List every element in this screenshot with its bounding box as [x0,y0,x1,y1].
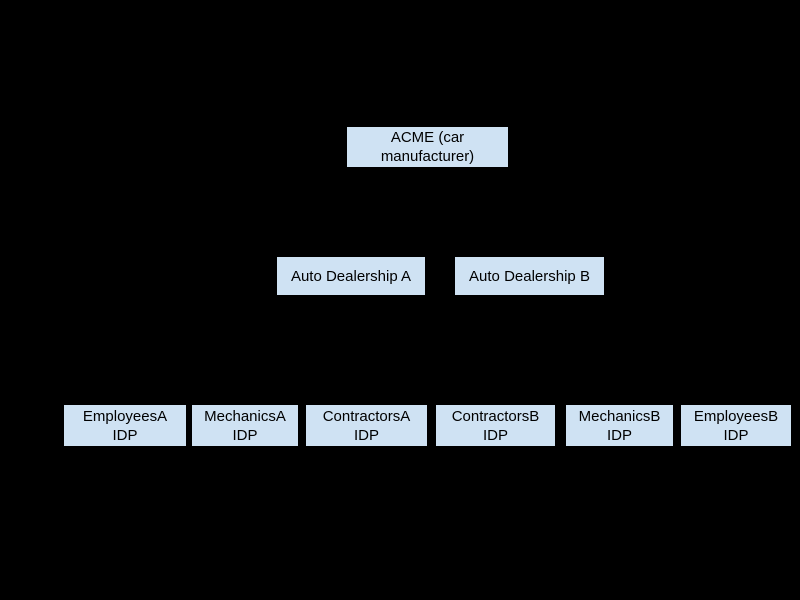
node-label: EmployeesA IDP [82,407,168,444]
node-employees-b-idp: EmployeesB IDP [681,405,791,446]
node-auto-dealership-b: Auto Dealership B [455,257,604,295]
node-acme-car-manufacturer: ACME (car manufacturer) [347,127,508,167]
node-label: Auto Dealership A [290,267,412,285]
node-label: ACME (car manufacturer) [380,129,475,165]
node-label: MechanicsA IDP [204,407,286,444]
node-label: ContractorsA IDP [322,407,411,444]
node-mechanics-a-idp: MechanicsA IDP [192,405,298,446]
node-contractors-b-idp: ContractorsB IDP [436,405,555,446]
node-mechanics-b-idp: MechanicsB IDP [566,405,673,446]
node-employees-a-idp: EmployeesA IDP [64,405,186,446]
node-label: EmployeesB IDP [693,407,779,444]
node-auto-dealership-a: Auto Dealership A [277,257,425,295]
node-label: Auto Dealership B [469,267,590,285]
node-label: MechanicsB IDP [578,407,661,444]
node-contractors-a-idp: ContractorsA IDP [306,405,427,446]
node-label: ContractorsB IDP [451,407,540,444]
